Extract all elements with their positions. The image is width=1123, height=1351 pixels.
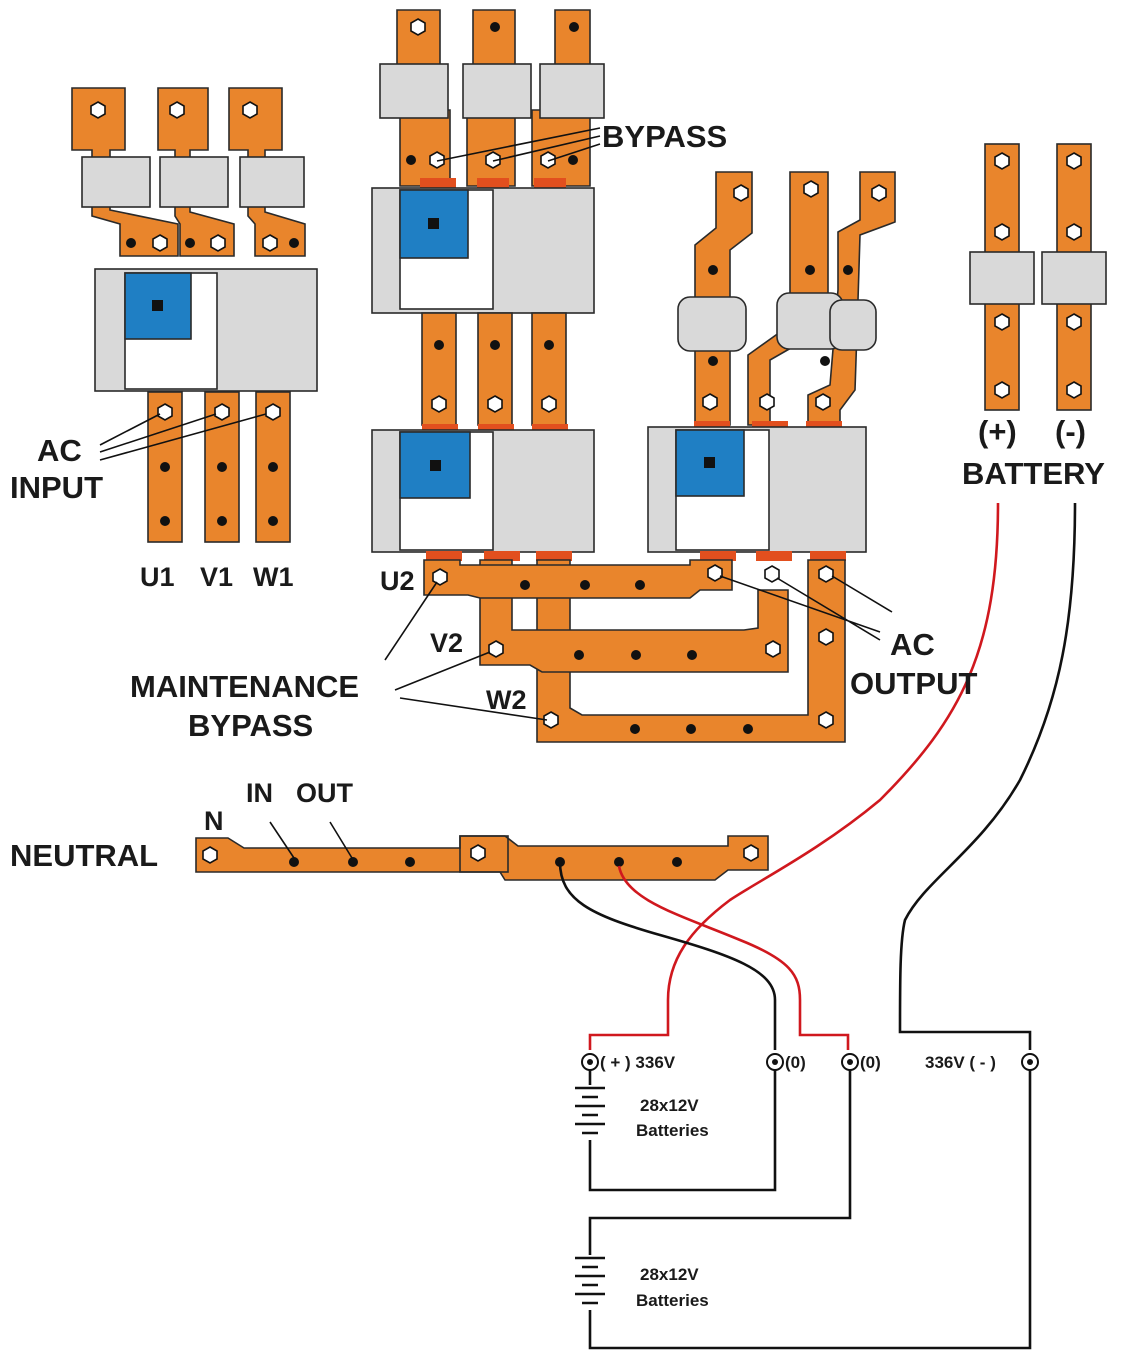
- label-battery: BATTERY: [962, 456, 1105, 491]
- label-out: OUT: [296, 778, 354, 808]
- insulator: [1041, 251, 1107, 305]
- label-ac-input-1: AC: [37, 433, 82, 468]
- insulator: [159, 156, 229, 208]
- label-terminal-minus: 336V ( - ): [925, 1053, 996, 1072]
- label-bank1-2: Batteries: [636, 1121, 709, 1140]
- label-v1: V1: [200, 562, 233, 592]
- label-ac-output-1: AC: [890, 627, 935, 662]
- insulator: [969, 251, 1035, 305]
- ac-output-breaker-group: [647, 171, 896, 561]
- label-bank2-2: Batteries: [636, 1291, 709, 1310]
- label-u1: U1: [140, 562, 175, 592]
- label-w1: W1: [253, 562, 294, 592]
- terminal-minus: [1021, 1053, 1039, 1071]
- label-maintenance-2: BYPASS: [188, 708, 313, 743]
- label-terminal-plus: ( + ) 336V: [600, 1053, 676, 1072]
- battery-bank-1-symbol: [575, 1086, 605, 1135]
- terminal-zero-b: [841, 1053, 859, 1071]
- battery-bank-2-symbol: [575, 1256, 605, 1305]
- insulator: [379, 63, 449, 119]
- label-bank1-1: 28x12V: [640, 1096, 699, 1115]
- labels: BYPASS AC INPUT U1 V1 W1 U2 V2 W2 MAINTE…: [10, 119, 1105, 1310]
- label-ac-input-2: INPUT: [10, 470, 103, 505]
- insulator: [677, 296, 747, 352]
- terminal-zero-a: [766, 1053, 784, 1071]
- label-bank2-1: 28x12V: [640, 1265, 699, 1284]
- neutral-black-wire: [558, 861, 777, 1050]
- battery-bank-circuit: [575, 1053, 1039, 1350]
- insulator: [81, 156, 151, 208]
- insulator: [829, 299, 877, 351]
- positive-wire: [588, 502, 1000, 1050]
- insulator: [239, 156, 305, 208]
- label-terminal-zero-b: (0): [860, 1053, 881, 1072]
- negative-wire: [898, 502, 1077, 1050]
- label-w2: W2: [486, 685, 527, 715]
- label-maintenance-1: MAINTENANCE: [130, 669, 359, 704]
- insulator: [539, 63, 605, 119]
- label-terminal-zero-a: (0): [785, 1053, 806, 1072]
- label-neutral: NEUTRAL: [10, 838, 158, 873]
- label-battery-plus: (+): [978, 414, 1017, 449]
- label-v2: V2: [430, 628, 463, 658]
- terminal-plus: [581, 1053, 599, 1071]
- label-in: IN: [246, 778, 273, 808]
- label-n: N: [204, 806, 224, 836]
- maintenance-breaker-group: [371, 429, 595, 561]
- battery-wires: [558, 502, 1077, 1050]
- battery-busbars: [969, 143, 1107, 411]
- neutral-busbar-group: [195, 821, 769, 881]
- label-bypass: BYPASS: [602, 119, 727, 154]
- label-battery-minus: (-): [1055, 414, 1086, 449]
- neutral-red-wire: [617, 865, 850, 1050]
- bypass-breaker-group: [371, 9, 605, 432]
- ac-input-breaker-group: [71, 87, 318, 543]
- output-busbars: [384, 559, 893, 743]
- insulator: [462, 63, 532, 119]
- label-u2: U2: [380, 566, 415, 596]
- label-ac-output-2: OUTPUT: [850, 666, 978, 701]
